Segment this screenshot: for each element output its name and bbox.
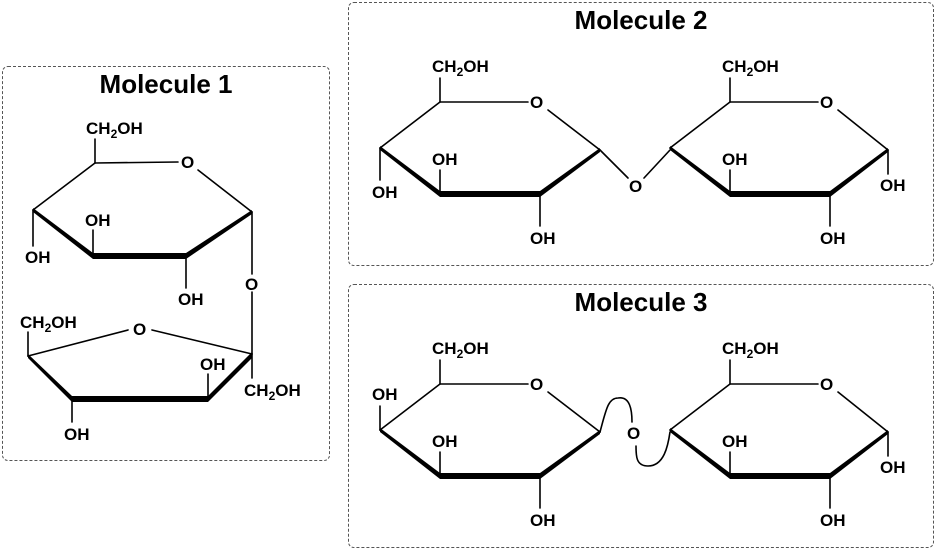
m3-right-oh-c1: OH bbox=[880, 458, 906, 477]
m2-right-oh-c2: OH bbox=[820, 229, 846, 248]
m3-left-ch2oh: CH2OH bbox=[432, 339, 489, 361]
molecule-1-panel: Molecule 1 bbox=[2, 66, 330, 461]
m1-oh-c3: OH bbox=[85, 211, 111, 230]
m1-bridge-o: O bbox=[245, 275, 258, 294]
m2-right-ch2oh: CH2OH bbox=[722, 57, 779, 79]
m3-left-ring-o: O bbox=[530, 375, 543, 394]
m2-right-ring-o: O bbox=[820, 93, 833, 112]
m2-left-oh-c2: OH bbox=[530, 229, 556, 248]
molecule-3-title: Molecule 3 bbox=[574, 287, 708, 317]
molecule-3-right-ring bbox=[669, 359, 889, 509]
m3-right-ch2oh: CH2OH bbox=[722, 339, 779, 361]
m2-left-ring-o: O bbox=[530, 93, 543, 112]
m1-fru-ch2oh-left: CH2OH bbox=[20, 313, 77, 335]
m3-bridge-o: O bbox=[627, 424, 640, 443]
molecule-2-right-ring bbox=[643, 77, 889, 227]
m2-right-oh-c3: OH bbox=[722, 150, 748, 169]
molecule-1-title: Molecule 1 bbox=[99, 69, 233, 99]
molecule-2-title: Molecule 2 bbox=[574, 5, 708, 35]
m3-right-oh-c3: OH bbox=[722, 432, 748, 451]
molecule-3-left-ring bbox=[379, 359, 601, 509]
molecule-3-wavy-linkage bbox=[599, 397, 671, 467]
m1-oh-c2: OH bbox=[178, 290, 204, 309]
m1-fru-ring-o: O bbox=[133, 320, 146, 339]
molecule-2-panel: Molecule 2 bbox=[348, 2, 934, 266]
m3-left-oh-c4: OH bbox=[372, 385, 398, 404]
m1-oh-c4: OH bbox=[25, 248, 51, 267]
m2-left-ch2oh: CH2OH bbox=[432, 57, 489, 79]
molecule-1-glucose-ring bbox=[32, 138, 253, 355]
molecule-3-panel: Molecule 3 bbox=[348, 284, 934, 548]
m1-fru-oh-c4: OH bbox=[64, 425, 90, 444]
m3-right-oh-c2: OH bbox=[820, 511, 846, 530]
m2-left-oh-c3: OH bbox=[432, 150, 458, 169]
molecule-1-fructose-ring bbox=[27, 329, 253, 423]
m1-fru-ch2oh-right: CH2OH bbox=[244, 381, 301, 403]
m3-left-oh-c3: OH bbox=[432, 432, 458, 451]
m2-left-oh-c4: OH bbox=[372, 183, 398, 202]
m2-bridge-o: O bbox=[629, 177, 642, 196]
m1-ring-o: O bbox=[181, 153, 194, 172]
molecule-2-left-ring bbox=[379, 77, 629, 227]
m2-right-oh-c1: OH bbox=[880, 176, 906, 195]
m3-right-ring-o: O bbox=[820, 375, 833, 394]
m3-left-oh-c2: OH bbox=[530, 511, 556, 530]
m1-fru-oh-c3: OH bbox=[200, 355, 226, 374]
m1-top-ch2oh: CH2OH bbox=[86, 119, 143, 141]
